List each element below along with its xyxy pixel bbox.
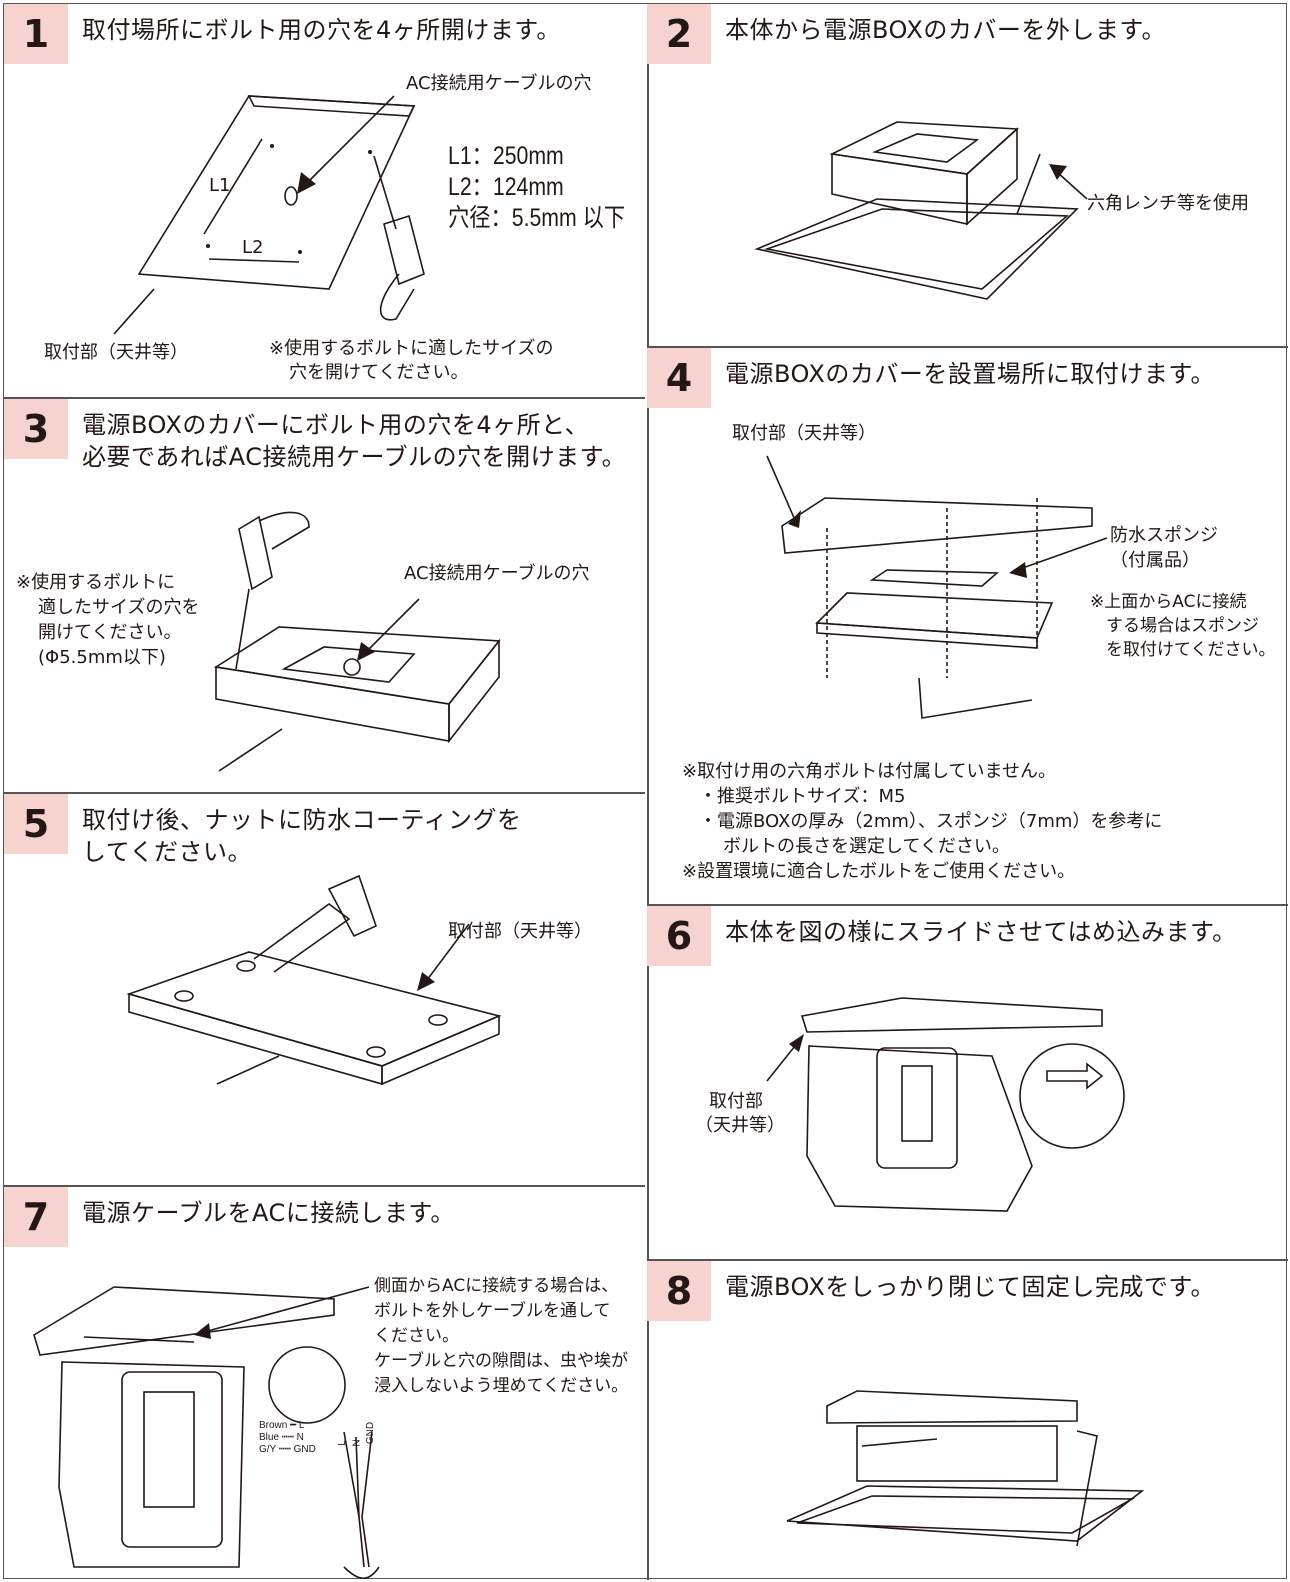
divider-4-6 xyxy=(647,904,1288,906)
ac-hole-label: AC接続用ケーブルの穴 xyxy=(406,73,592,94)
cover-removal-illustration xyxy=(754,121,1088,300)
spec-hole-diameter: 穴径：5.5mm 以下 xyxy=(448,204,626,232)
lead-l-label: L xyxy=(336,1440,348,1446)
note-line-1: ※取付け用の六角ボルトは付属していません。 xyxy=(682,761,1056,782)
completion-illustration xyxy=(786,1390,1145,1547)
spec-l2: L2：124mm xyxy=(448,173,564,201)
step-title-line-2: してください。 xyxy=(82,838,253,866)
step-title: 本体から電源BOXのカバーを外します。 xyxy=(725,16,1166,44)
step-number: 2 xyxy=(647,4,711,64)
side-note-3: を取付けてください。 xyxy=(1106,640,1276,660)
divider-3-5 xyxy=(4,792,645,794)
step-number: 1 xyxy=(4,4,68,64)
step-number: 5 xyxy=(4,794,68,854)
cover-mounting-illustration xyxy=(766,455,1108,719)
note-line-4: (Φ5.5mm以下) xyxy=(38,647,166,668)
step-3-panel: 3 電源BOXのカバーにボルト用の穴を4ヶ所と、 必要であればAC接続用ケーブル… xyxy=(4,399,645,791)
divider-1-3 xyxy=(4,397,645,399)
note-line-5: ※設置環境に適合したボルトをご使用ください。 xyxy=(682,861,1076,882)
divider-2-4 xyxy=(647,346,1288,348)
mount-label: 取付部（天井等） xyxy=(44,342,188,363)
waterproof-coating-illustration xyxy=(126,874,502,1086)
step-title: 本体を図の様にスライドさせてはめ込みます。 xyxy=(725,918,1237,946)
step-7-panel: 7 電源ケーブルをACに接続します。 側面からACに接続する場合は、 ボルトを外… xyxy=(4,1187,645,1580)
note-line-3: ください。 xyxy=(374,1326,459,1346)
step-title: 電源BOXのカバーを設置場所に取付けます。 xyxy=(725,360,1215,388)
sponge-label-1: 防水スポンジ xyxy=(1110,525,1218,546)
column-divider xyxy=(647,4,649,1580)
step-title: 取付場所にボルト用の穴を4ヶ所開けます。 xyxy=(82,16,561,44)
wire-brown-label: Brown ━ L xyxy=(259,1420,305,1431)
mount-label: 取付部（天井等） xyxy=(732,423,876,444)
note-line-3: ・電源BOXの厚み（2mm）、スポンジ（7mm）を参考に xyxy=(699,811,1163,832)
l2-label: L2 xyxy=(242,237,264,258)
cover-drilling-illustration xyxy=(213,511,501,772)
step-number: 3 xyxy=(4,399,68,459)
note-line-2: 穴を開けてください。 xyxy=(289,362,469,383)
ac-wiring-illustration xyxy=(33,1286,380,1580)
divider-5-7 xyxy=(4,1185,645,1187)
note-line-1: 側面からACに接続する場合は、 xyxy=(374,1276,619,1296)
step-title-line-2: 必要であればAC接続用ケーブルの穴を開けます。 xyxy=(82,443,627,471)
step-number: 4 xyxy=(647,348,711,408)
step-title-line-1: 電源BOXのカバーにボルト用の穴を4ヶ所と、 xyxy=(82,411,590,439)
step-1-panel: 1 取付場所にボルト用の穴を4ヶ所開けます。 AC接続用ケーブルの穴 L1 L2… xyxy=(4,4,645,396)
step-5-panel: 5 取付け後、ナットに防水コーティングを してください。 取付部（天井等） xyxy=(4,794,645,1184)
spec-l1: L1：250mm xyxy=(448,142,564,170)
step-8-panel: 8 電源BOXをしっかり閉じて固定し完成です。 xyxy=(647,1261,1288,1580)
step-6-panel: 6 本体を図の様にスライドさせてはめ込みます。 取付部 （天井等） xyxy=(647,906,1288,1258)
lead-n-label: N xyxy=(351,1439,363,1447)
mount-label: 取付部（天井等） xyxy=(448,921,592,942)
note-line-1: ※使用するボルトに適したサイズの xyxy=(269,338,554,359)
instruction-sheet: 1 取付場所にボルト用の穴を4ヶ所開けます。 AC接続用ケーブルの穴 L1 L2… xyxy=(3,3,1288,1580)
step-number: 7 xyxy=(4,1187,68,1247)
step-title: 電源ケーブルをACに接続します。 xyxy=(82,1199,455,1227)
side-note-1: ※上面からACに接続 xyxy=(1090,592,1247,612)
note-line-4: ボルトの長さを選定してください。 xyxy=(723,836,1010,857)
slide-in-illustration xyxy=(766,997,1125,1212)
step-number: 6 xyxy=(647,906,711,966)
note-line-2: ボルトを外しケーブルを通して xyxy=(374,1301,611,1321)
lead-gnd-label: GND xyxy=(365,1421,377,1445)
step-title-line-1: 取付け後、ナットに防水コーティングを xyxy=(82,806,522,834)
mount-label-1: 取付部 xyxy=(709,1091,763,1112)
note-line-4: ケーブルと穴の隙間は、虫や埃が xyxy=(374,1351,628,1371)
note-line-5: 浸入しないよう埋めてください。 xyxy=(374,1376,629,1396)
divider-6-8 xyxy=(647,1259,1288,1261)
note-line-2: 適したサイズの穴を xyxy=(38,597,200,618)
step-4-panel: 4 電源BOXのカバーを設置場所に取付けます。 取付部（天井等） 防水スポンジ … xyxy=(647,348,1288,903)
ac-hole-label: AC接続用ケーブルの穴 xyxy=(404,563,590,584)
note-line-1: ※使用するボルトに xyxy=(16,572,176,593)
wire-blue-label: Blue ┅┅ N xyxy=(259,1432,304,1443)
step-2-panel: 2 本体から電源BOXのカバーを外します。 六角レンチ等を使用 xyxy=(647,4,1288,345)
wire-gy-label: G/Y ┅┅ GND xyxy=(259,1444,316,1455)
side-note-2: する場合はスポンジ xyxy=(1106,616,1259,636)
note-line-3: 開けてください。 xyxy=(38,622,182,643)
sponge-label-2: （付属品） xyxy=(1110,550,1200,571)
ceiling-drilling-illustration xyxy=(113,95,425,335)
step-title: 電源BOXをしっかり閉じて固定し完成です。 xyxy=(725,1273,1215,1301)
mount-label-2: （天井等） xyxy=(695,1115,785,1136)
note-line-2: ・推奨ボルトサイズ：M5 xyxy=(699,786,906,807)
step-number: 8 xyxy=(647,1261,711,1321)
wrench-label: 六角レンチ等を使用 xyxy=(1087,193,1249,214)
l1-label: L1 xyxy=(209,175,231,196)
